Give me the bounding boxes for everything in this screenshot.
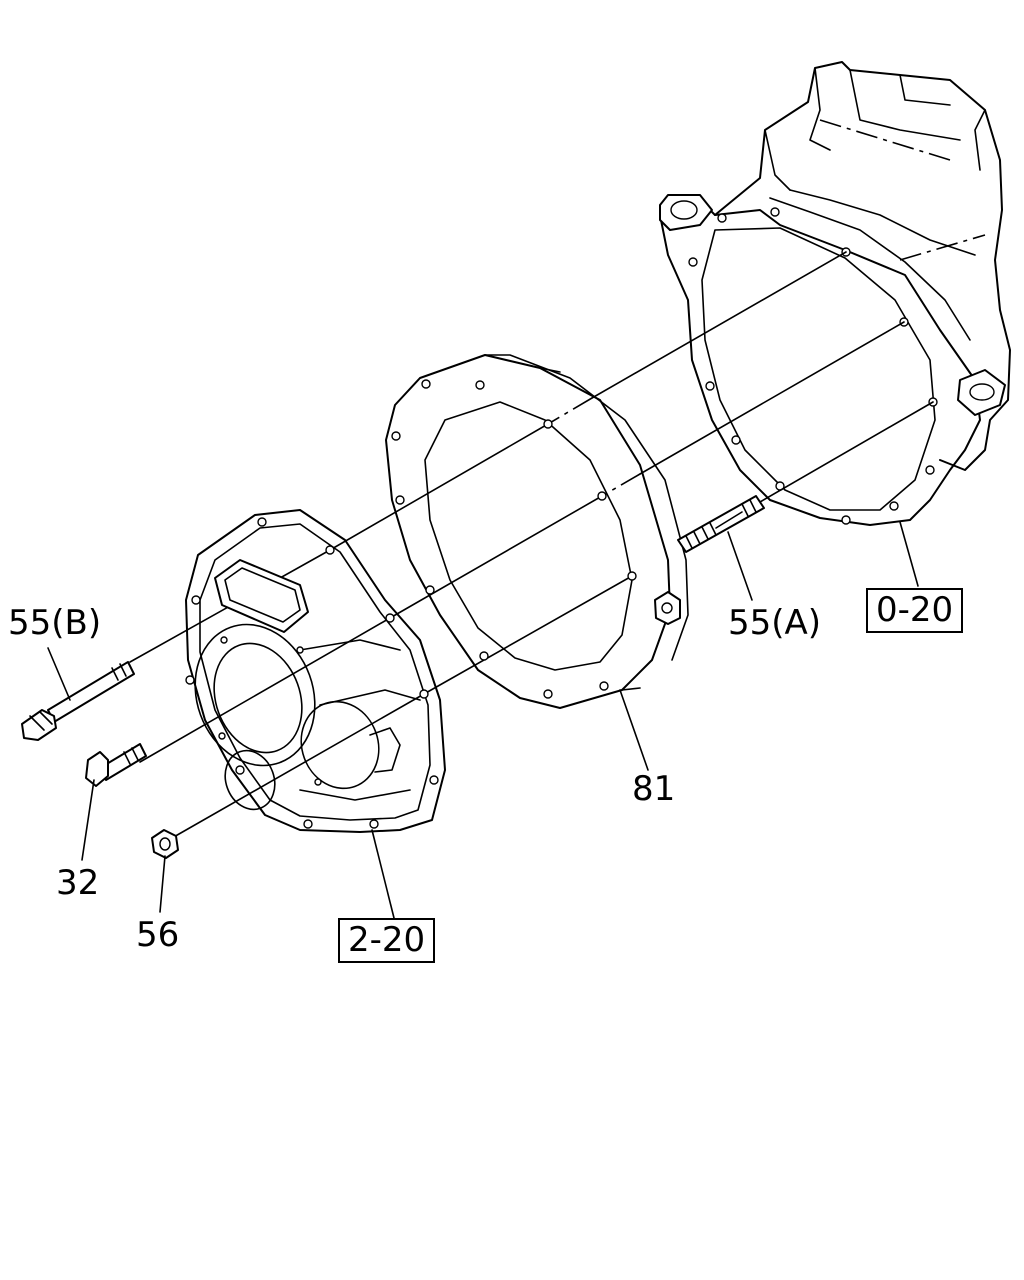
- label-bolt-32: 32: [56, 863, 100, 903]
- alignment-lines: [129, 251, 934, 839]
- engine-block: [659, 61, 1011, 526]
- reference-box-0-20[interactable]: 0-20: [866, 588, 964, 633]
- stud-bolt-a: [677, 495, 765, 553]
- leader-lines: [47, 521, 919, 919]
- label-stud-bolt-a: 55(A): [728, 603, 822, 643]
- reference-box-2-20[interactable]: 2-20: [338, 918, 436, 963]
- label-spacer-81: 81: [632, 769, 676, 809]
- transmission-housing: [185, 509, 446, 833]
- long-bolt-b: [21, 661, 135, 741]
- spacer-ring: [385, 354, 689, 709]
- label-nut-56: 56: [136, 915, 180, 955]
- bolt-32: [85, 743, 147, 787]
- label-long-bolt-b: 55(B): [8, 603, 102, 643]
- nut-56: [151, 829, 179, 859]
